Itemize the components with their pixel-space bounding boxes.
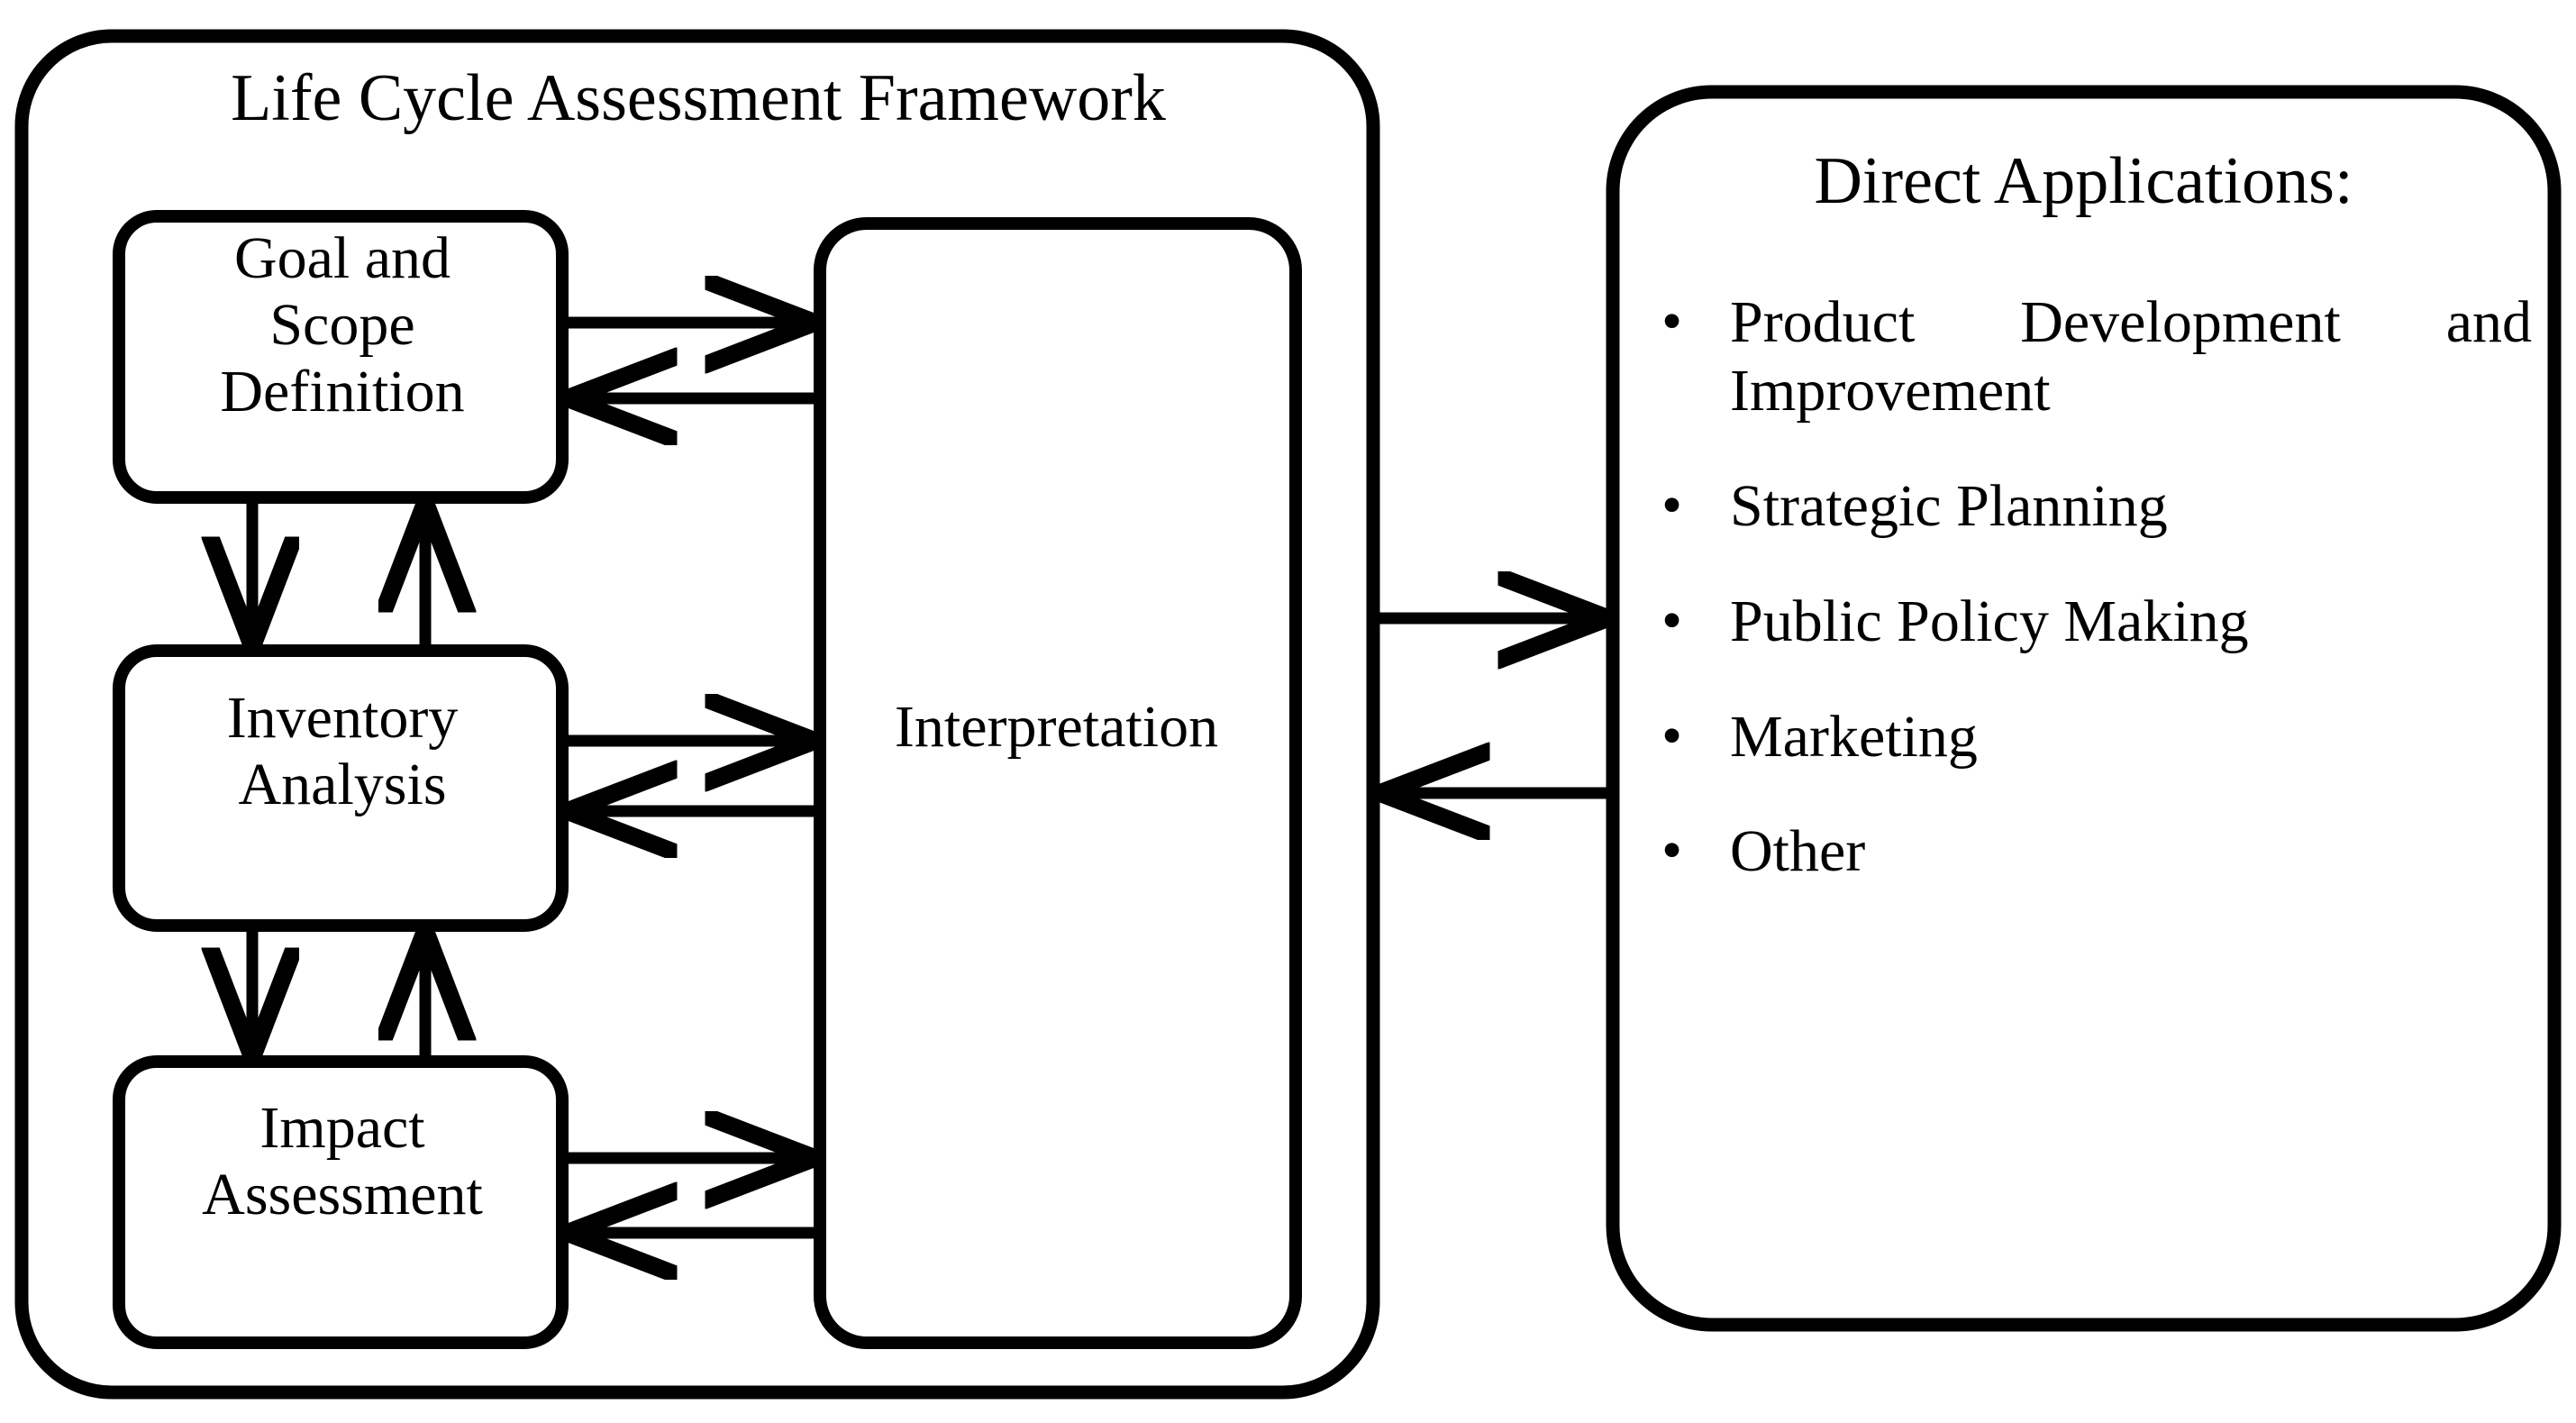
interpretation-label: Interpretation [894, 694, 1219, 760]
application-item-label: Marketing [1730, 703, 1978, 770]
application-item: • Strategic Planning [1649, 472, 2532, 541]
application-item: • Marketing [1649, 703, 2532, 771]
application-item: • Product Development and Improvement [1649, 288, 2532, 425]
bullet-icon: • [1661, 702, 1683, 769]
application-item: • Public Policy Making [1649, 588, 2532, 656]
bullet-icon: • [1661, 587, 1683, 653]
application-item-label: Strategic Planning [1730, 472, 2168, 539]
application-item-label: Public Policy Making [1730, 588, 2249, 654]
interpretation-box [814, 217, 1302, 1349]
application-item: • Other [1649, 817, 2532, 886]
direct-applications-box [1606, 85, 2562, 1332]
application-item-label: Other [1730, 818, 1866, 885]
bullet-icon: • [1661, 817, 1683, 884]
bullet-icon: • [1661, 471, 1683, 538]
bullet-icon: • [1661, 288, 1683, 354]
framework-title: Life Cycle Assessment Framework [231, 61, 1166, 135]
application-item-label: Product Development and Improvement [1730, 289, 2532, 424]
direct-applications-list: • Product Development and Improvement • Str… [1649, 288, 2532, 933]
direct-applications-title: Direct Applications: [1814, 144, 2353, 218]
